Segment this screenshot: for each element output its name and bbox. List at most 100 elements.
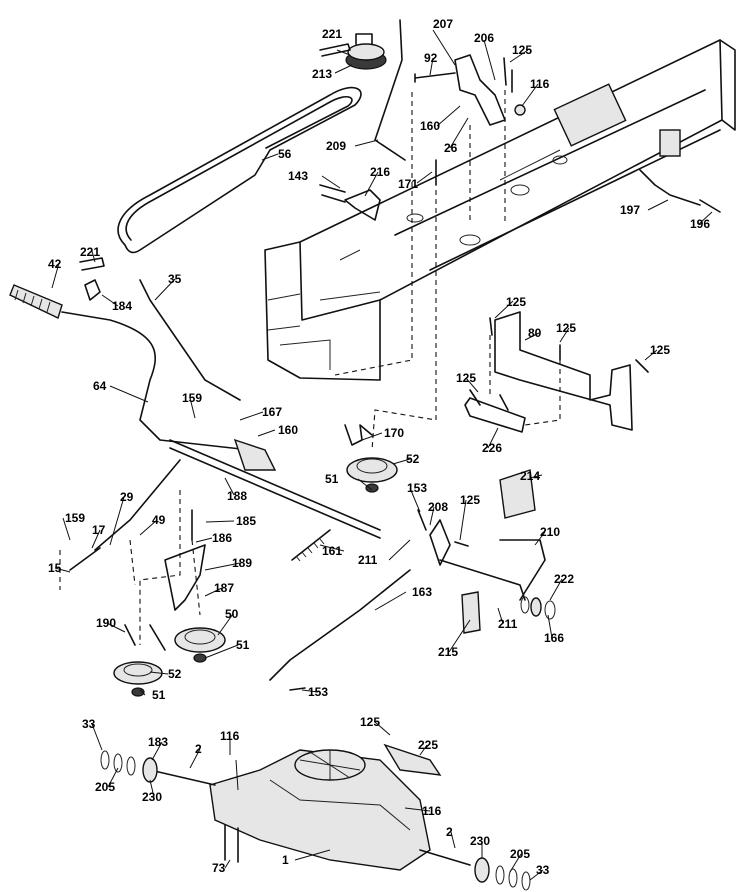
part-number-label: 209 (326, 139, 346, 153)
bolt-92 (414, 72, 456, 83)
part-number-label: 185 (236, 514, 256, 528)
part-number-label: 49 (152, 513, 166, 527)
bracket-226 (464, 397, 526, 433)
clip-184 (84, 279, 101, 301)
hairpin-221-top (319, 43, 351, 57)
pedal-pad-214 (499, 469, 536, 519)
chassis-frame (264, 39, 736, 381)
rod-29 (94, 459, 181, 551)
assembly-guides (59, 90, 561, 645)
part-number-label: 221 (80, 245, 100, 259)
part-number-label: 197 (620, 203, 640, 217)
spring-161 (291, 529, 331, 561)
part-number-label: 153 (308, 685, 328, 699)
part-number-label: 26 (444, 141, 458, 155)
idler-arm-189 (164, 544, 206, 611)
leader-lines (51, 29, 713, 881)
bolts-143 (319, 184, 346, 203)
spring-17 (69, 547, 101, 571)
part-number-label: 189 (232, 556, 252, 570)
bolts-73 (224, 824, 239, 863)
part-number-label: 171 (398, 177, 418, 191)
part-number-label: 116 (422, 804, 442, 818)
part-number-label: 50 (225, 607, 239, 621)
pedal-arm-210 (439, 539, 546, 601)
washers-222-166 (520, 596, 556, 620)
bolts-125-right (469, 317, 649, 411)
part-number-label: 159 (65, 511, 85, 525)
part-number-label: 222 (554, 572, 574, 586)
part-number-label: 2 (446, 825, 453, 839)
part-number-label: 207 (433, 17, 453, 31)
part-number-label: 29 (120, 490, 134, 504)
part-number-label: 214 (520, 469, 540, 483)
drive-belt (117, 86, 362, 254)
part-number-label: 143 (288, 169, 308, 183)
part-number-label: 221 (322, 27, 342, 41)
hairpin-221 (79, 257, 105, 271)
part-number-label: 160 (278, 423, 298, 437)
part-number-label: 163 (412, 585, 432, 599)
bracket-207 (454, 54, 506, 126)
part-number-label: 161 (322, 544, 342, 558)
part-number-label: 196 (690, 217, 710, 231)
part-number-label: 167 (262, 405, 282, 419)
pulley-52-bottom (113, 661, 163, 697)
part-number-label: 125 (506, 295, 526, 309)
part-number-label: 159 (182, 391, 202, 405)
part-number-label: 187 (214, 581, 234, 595)
washers-205-right (474, 857, 531, 891)
part-number-label: 116 (220, 729, 240, 743)
part-number-label: 125 (556, 321, 576, 335)
part-number-label: 80 (528, 326, 542, 340)
bracket-215 (461, 591, 481, 634)
part-number-label: 52 (168, 667, 182, 681)
part-number-label: 170 (384, 426, 404, 440)
part-number-label: 166 (544, 631, 564, 645)
part-number-label: 205 (95, 780, 115, 794)
part-number-label: 125 (456, 371, 476, 385)
part-number-label: 42 (48, 257, 62, 271)
bracket-225 (383, 743, 442, 776)
spring-170 (344, 424, 373, 446)
part-number-label: 92 (424, 51, 438, 65)
pulley-52-top (346, 457, 398, 493)
rod-35 (139, 279, 241, 401)
part-number-label: 206 (474, 31, 494, 45)
rod-163 (269, 569, 411, 681)
part-number-label: 64 (93, 379, 107, 393)
part-number-label: 188 (227, 489, 247, 503)
part-number-label: 184 (112, 299, 132, 313)
knob-213 (345, 33, 387, 70)
part-number-label: 125 (460, 493, 480, 507)
part-number-label: 153 (407, 481, 427, 495)
bracket-80 (494, 311, 633, 431)
part-number-label: 33 (536, 863, 550, 877)
part-number-label: 183 (148, 735, 168, 749)
grip-42 (9, 284, 63, 319)
part-number-label: 2 (195, 742, 202, 756)
part-number-label: 52 (406, 452, 420, 466)
bolt-125-pedal (454, 541, 469, 547)
part-number-label: 205 (510, 847, 530, 861)
part-number-label: 225 (418, 738, 438, 752)
part-number-label: 125 (650, 343, 670, 357)
part-number-label: 230 (470, 834, 490, 848)
transaxle-1 (149, 749, 471, 871)
part-number-label: 1 (282, 853, 289, 867)
part-number-label: 125 (360, 715, 380, 729)
rod-209 (374, 19, 406, 161)
part-number-label: 213 (312, 67, 332, 81)
lift-lever-64 (61, 311, 251, 451)
part-number-label: 56 (278, 147, 292, 161)
part-number-label: 216 (370, 165, 390, 179)
part-number-label: 230 (142, 790, 162, 804)
part-number-label: 186 (212, 531, 232, 545)
clip-153-bottom (289, 687, 306, 691)
part-number-label: 51 (152, 688, 166, 702)
part-number-label: 35 (168, 272, 182, 286)
part-number-label: 215 (438, 645, 458, 659)
part-number-label: 116 (530, 77, 550, 91)
